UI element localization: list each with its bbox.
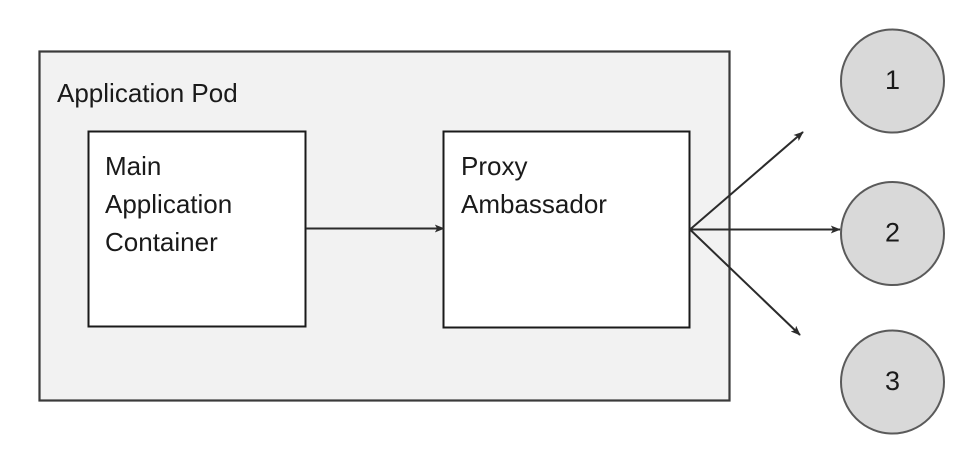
endpoint-1-circle [840, 28, 945, 134]
proxy-ambassador-line-1: Proxy [461, 151, 527, 181]
endpoint-2-label: 2 [885, 218, 900, 248]
connector-proxy-to-endpoint-3 [689, 228, 801, 336]
proxy-ambassador-line-2: Ambassador [461, 189, 607, 219]
main-application-container-line-2: Application [105, 189, 232, 219]
main-application-container-box [87, 130, 307, 328]
main-application-container-line-3: Container [105, 227, 218, 257]
application-pod-label: Application Pod [57, 78, 238, 108]
endpoint-3-label: 3 [885, 366, 900, 396]
proxy-ambassador-box [442, 130, 691, 329]
endpoint-1-label: 1 [885, 65, 900, 95]
connector-proxy-to-endpoint-1 [689, 131, 804, 231]
main-application-container-line-1: Main [105, 151, 161, 181]
endpoint-3-circle [840, 329, 945, 435]
endpoint-2-circle [840, 181, 945, 286]
